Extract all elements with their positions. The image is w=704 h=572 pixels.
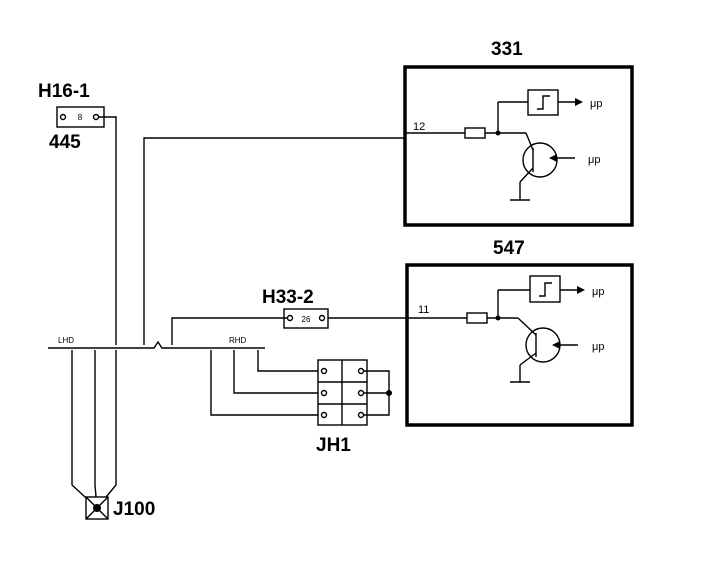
connector-h16-pin: 8 [78,113,83,122]
connector-h16-1: H16-1 8 445 [38,81,117,345]
module-331-out2: μp [588,154,600,166]
connector-jh1: JH1 [316,359,392,456]
arrow-icon [575,98,583,106]
ground-j100: J100 [85,496,155,520]
ground-dot [93,504,101,512]
module-331-frame [403,65,634,227]
bus-rhd-label: RHD [229,336,247,345]
arrow-icon [577,286,585,294]
connector-jh1-label: JH1 [316,435,351,456]
schmitt-trigger-331 [527,89,559,116]
resistor-331 [464,127,486,139]
module-331-pin-label: 12 [413,121,425,133]
connector-h33-2: H33-2 26 [171,287,329,345]
transistor-331 [522,142,558,178]
connector-h33-pin: 26 [302,315,311,324]
module-331-out1: μp [590,98,602,110]
module-547-out2: μp [592,341,604,353]
wire-331 [143,137,405,345]
j100-label: J100 [113,499,155,520]
connector-h16-sub: 445 [49,132,81,153]
module-547-pin-label: 11 [418,304,429,316]
connector-h33-label: H33-2 [262,287,314,308]
arrow-icon [552,341,560,349]
wire-bus: LHD RHD [48,336,320,509]
module-331: 331 12 μp μp [403,39,634,227]
module-331-label: 331 [491,39,523,60]
module-547: 547 11 μp μp [320,238,634,427]
module-547-out1: μp [592,286,604,298]
bus-lhd-label: LHD [58,336,74,345]
module-547-label: 547 [493,238,525,259]
junction-dot [386,390,392,396]
connector-h16-label: H16-1 [38,81,90,102]
arrow-icon [549,154,557,162]
resistor-547 [466,312,488,324]
module-547-frame [405,263,634,427]
